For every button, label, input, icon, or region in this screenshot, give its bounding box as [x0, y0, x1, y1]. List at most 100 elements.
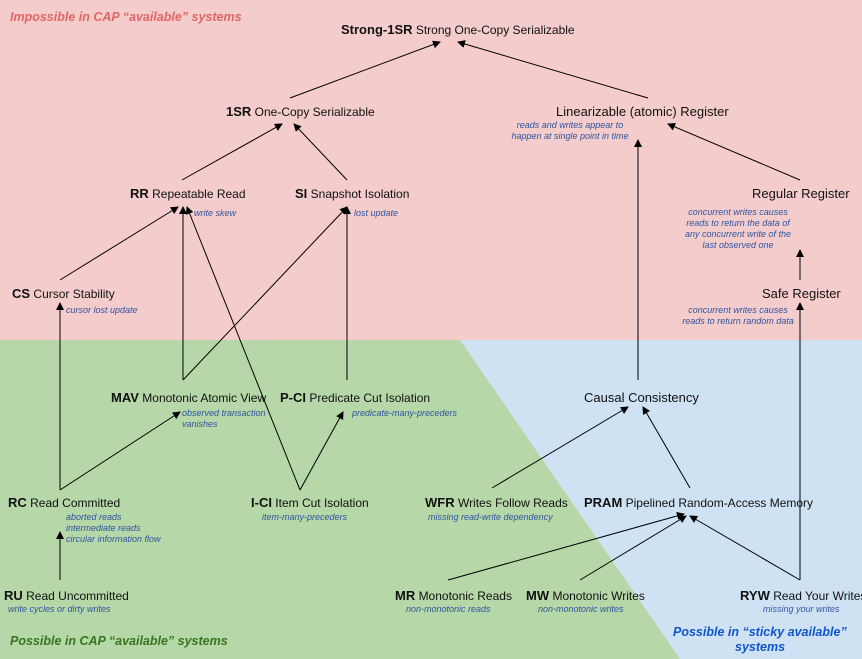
node-safe-register: Safe Register	[762, 286, 841, 301]
note-ru: write cycles or dirty writes	[8, 604, 111, 614]
impossible-region-bg	[0, 0, 862, 340]
edge-mav-to-si	[182, 206, 348, 381]
note-line: concurrent writes causes	[688, 207, 788, 217]
note-line: happen at single point in time	[511, 131, 629, 141]
node-name: Monotonic Reads	[418, 589, 512, 603]
node-rr: RR Repeatable Read	[130, 186, 246, 201]
note-wfr: missing read-write dependency	[428, 512, 553, 522]
node-name: Read Uncommitted	[26, 589, 129, 603]
note-line: aborted reads	[66, 512, 122, 522]
note-rc: aborted reads intermediate reads circula…	[66, 512, 161, 545]
node-regular-register: Regular Register	[752, 186, 850, 201]
node-abbr: Strong-1SR	[341, 22, 413, 37]
node-name: Item Cut Isolation	[275, 496, 369, 510]
edge-ryw-to-pram	[689, 515, 801, 581]
note-line: reads and writes appear to	[516, 120, 624, 130]
node-cs: CS Cursor Stability	[12, 286, 115, 301]
note-line: any concurrent write of the	[684, 229, 792, 239]
node-pram: PRAM Pipelined Random-Access Memory	[584, 495, 813, 510]
node-rc: RC Read Committed	[8, 495, 120, 510]
node-mw: MW Monotonic Writes	[526, 588, 645, 603]
node-1sr: 1SR One-Copy Serializable	[226, 104, 375, 119]
node-ici: I-CI Item Cut Isolation	[251, 495, 369, 510]
node-abbr: WFR	[425, 495, 455, 510]
note-rr: write skew	[194, 208, 237, 218]
node-abbr: RU	[4, 588, 23, 603]
note-line: reads to return the data of	[686, 218, 790, 228]
edge-ici-to-rr	[185, 206, 301, 491]
node-strong-1sr: Strong-1SR Strong One-Copy Serializable	[341, 22, 575, 37]
node-abbr: PRAM	[584, 495, 623, 510]
node-name: Snapshot Isolation	[310, 187, 410, 201]
edge-rc-to-mav	[59, 411, 181, 491]
note-cs: cursor lost update	[66, 305, 138, 315]
node-abbr: RC	[8, 495, 27, 510]
edge-ici-to-pci	[299, 411, 344, 491]
node-abbr: SI	[295, 186, 308, 201]
edge-wfr-to-causal	[491, 406, 629, 489]
node-name: Writes Follow Reads	[457, 496, 568, 510]
edge-mr-to-pram	[447, 512, 685, 581]
edge-pram-to-causal	[642, 406, 691, 489]
node-name: One-Copy Serializable	[254, 105, 375, 119]
node-si: SI Snapshot Isolation	[295, 186, 409, 201]
node-pci: P-CI Predicate Cut Isolation	[280, 390, 430, 405]
note-line: intermediate reads	[66, 523, 141, 533]
note-ryw: missing your writes	[763, 604, 840, 614]
sticky-region-bg	[460, 340, 862, 659]
node-abbr: 1SR	[226, 104, 252, 119]
node-name: Monotonic Atomic View	[142, 391, 267, 405]
note-line: concurrent writes causes	[688, 305, 788, 315]
node-abbr: RR	[130, 186, 149, 201]
impossible-region-label: Impossible in CAP “available” systems	[10, 10, 242, 24]
note-ici: item-many-preceders	[262, 512, 348, 522]
node-name: Pipelined Random-Access Memory	[625, 496, 814, 510]
edge-cs-to-rr	[59, 206, 179, 281]
note-mw: non-monotonic writes	[538, 604, 624, 614]
node-name: Strong One-Copy Serializable	[415, 23, 575, 37]
node-name: Cursor Stability	[33, 287, 115, 301]
edge-mw-to-pram	[579, 515, 687, 581]
note-linearizable-register: reads and writes appear to happen at sin…	[506, 120, 634, 142]
node-name: Monotonic Writes	[552, 589, 645, 603]
node-mav: MAV Monotonic Atomic View	[111, 390, 266, 405]
node-ryw: RYW Read Your Writes	[740, 588, 862, 603]
note-line: reads to return random data	[682, 316, 794, 326]
node-ru: RU Read Uncommitted	[4, 588, 129, 603]
sticky-region-label-line1: Possible in “sticky available”	[673, 625, 847, 639]
note-regular-register: concurrent writes causes reads to return…	[676, 207, 800, 251]
node-abbr: MW	[526, 588, 550, 603]
node-abbr: MR	[395, 588, 416, 603]
edge-linreg-to-strong1sr	[457, 40, 649, 99]
note-mr: non-monotonic reads	[406, 604, 491, 614]
node-causal-consistency: Causal Consistency	[584, 390, 699, 405]
sticky-region-label-line2: systems	[735, 640, 786, 654]
node-abbr: MAV	[111, 390, 139, 405]
node-abbr: CS	[12, 286, 31, 301]
note-safe-register: concurrent writes causes reads to return…	[676, 305, 800, 327]
node-name: Repeatable Read	[152, 187, 246, 201]
possible-region-label: Possible in CAP “available” systems	[10, 634, 228, 648]
edge-regreg-to-linreg	[667, 123, 801, 181]
edge-1sr-to-strong1sr	[289, 40, 441, 99]
note-line: vanishes	[182, 419, 218, 429]
edge-si-to-1sr	[293, 123, 348, 181]
note-pci: predicate-many-preceders	[352, 408, 458, 418]
note-line: observed transaction	[182, 408, 266, 418]
note-line: circular information flow	[66, 534, 161, 544]
edge-rr-to-1sr	[181, 123, 283, 181]
node-name: Read Committed	[30, 496, 121, 510]
node-abbr: RYW	[740, 588, 770, 603]
node-name: Read Your Writes	[773, 589, 862, 603]
note-si: lost update	[354, 208, 399, 218]
node-name: Predicate Cut Isolation	[309, 391, 431, 405]
node-wfr: WFR Writes Follow Reads	[425, 495, 568, 510]
note-mav: observed transaction vanishes	[182, 408, 266, 430]
node-abbr: I-CI	[251, 495, 272, 510]
note-line: last observed one	[702, 240, 774, 250]
node-abbr: P-CI	[280, 390, 306, 405]
node-mr: MR Monotonic Reads	[395, 588, 512, 603]
node-linearizable-register: Linearizable (atomic) Register	[556, 104, 729, 119]
